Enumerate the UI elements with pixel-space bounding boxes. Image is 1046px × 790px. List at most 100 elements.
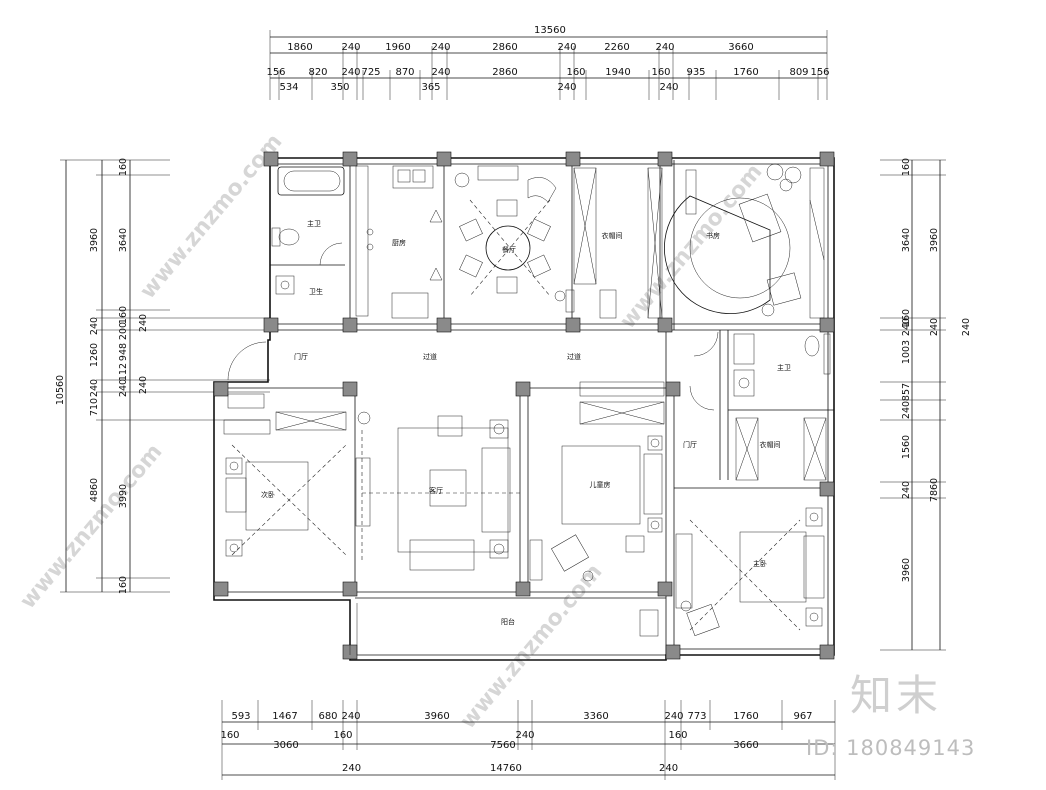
dimension-label: 160 — [901, 158, 912, 176]
dimension-label: 3360 — [583, 711, 608, 722]
dimension-label: 3960 — [89, 228, 100, 252]
dimension-label: 240 — [901, 318, 912, 336]
room-label: 阳台 — [501, 617, 515, 626]
kitchen-counters — [355, 165, 443, 319]
dimension-label: 1940 — [605, 67, 630, 78]
room-label: 客厅 — [429, 486, 443, 495]
dimension-label: 240 — [341, 711, 360, 722]
dimension-label: 7860 — [929, 478, 940, 502]
side-dimension-lines — [60, 159, 946, 651]
door-swing-bath — [319, 242, 343, 266]
dimension-label: 1760 — [733, 67, 758, 78]
dimension-label: 240 — [557, 82, 576, 93]
dimension-label: 870 — [395, 67, 414, 78]
bottom-total-left: 240 — [342, 763, 361, 774]
dimension-label: 3960 — [424, 711, 449, 722]
dimension-label: 1860 — [287, 42, 312, 53]
dimension-label: 160 — [118, 306, 129, 324]
dimension-label: 3960 — [901, 558, 912, 582]
dimension-label: 967 — [793, 711, 812, 722]
top-total-dimension: 13560 — [534, 25, 566, 36]
dimension-label: 160 — [901, 309, 912, 327]
left-dimension-outer: 10560 — [55, 375, 66, 405]
dimension-label: 240 — [557, 42, 576, 53]
dimension-label: 2860 — [492, 42, 517, 53]
dining-set — [454, 165, 575, 313]
second-bedroom-furniture — [223, 341, 347, 557]
bottom-total-mid: 14760 — [490, 763, 522, 774]
dimension-label: 160 — [651, 67, 670, 78]
bottom-total-right: 240 — [659, 763, 678, 774]
dimension-label: 935 — [686, 67, 705, 78]
dimension-label: 240 — [89, 379, 100, 397]
right-dimension-far: 240 — [961, 318, 972, 336]
dimension-label: 1960 — [385, 42, 410, 53]
dimension-label: 112 — [118, 363, 129, 381]
dimension-label: 948 — [118, 343, 129, 361]
dimension-label: 3640 — [118, 228, 129, 252]
dimension-label: 240 — [341, 42, 360, 53]
dimension-label: 10560 — [55, 375, 66, 405]
kids-bedroom-furniture — [529, 381, 665, 582]
dimension-label: 350 — [330, 82, 349, 93]
master-bedroom-furniture — [675, 331, 831, 637]
dimension-label: 534 — [279, 82, 298, 93]
watermark-4: www.znzmo.com — [15, 439, 167, 613]
balcony — [349, 603, 659, 655]
dimension-label: 240 — [89, 317, 100, 335]
dimension-label: 3060 — [273, 740, 298, 751]
dimension-label: 160 — [668, 730, 687, 741]
dimension-label: 2860 — [492, 67, 517, 78]
dimension-label: 680 — [318, 711, 337, 722]
image-id-label: ID: 180849143 — [806, 736, 976, 760]
dimension-label: 365 — [421, 82, 440, 93]
dimension-label: 160 — [566, 67, 585, 78]
basin-1 — [275, 275, 295, 295]
dimension-label: 1260 — [89, 343, 100, 367]
dimension-label: 160 — [118, 576, 129, 594]
dimension-label: 240 — [961, 318, 972, 336]
room-label: 门厅 — [294, 352, 308, 361]
room-labels: 主卫厨房餐厅衣帽间书房卫生门厅过道过道主卫门厅衣帽间次卧客厅儿童房主卧阳台 — [261, 219, 791, 626]
dimension-label: 3660 — [733, 740, 758, 751]
structural-columns — [213, 151, 835, 660]
room-label: 餐厅 — [502, 245, 516, 254]
dimension-label: 200 — [118, 322, 129, 340]
dimension-label: 240 — [138, 376, 149, 394]
top-dimension-lines — [269, 30, 828, 100]
closet-cabinets — [573, 167, 663, 319]
dimension-label: 160 — [333, 730, 352, 741]
dimension-label: 240 — [655, 42, 674, 53]
dimension-label: 240 — [118, 379, 129, 397]
room-label: 儿童房 — [590, 480, 611, 489]
dimension-label: 240 — [431, 42, 450, 53]
dimension-label: 240 — [515, 730, 534, 741]
dimension-label: 857 — [901, 383, 912, 401]
dimension-label: 156 — [810, 67, 829, 78]
dimension-label: 240 — [901, 401, 912, 419]
dimension-label: 593 — [231, 711, 250, 722]
dimension-label: 1003 — [901, 340, 912, 364]
room-label: 书房 — [706, 231, 720, 240]
room-label: 衣帽间 — [760, 440, 781, 449]
dimension-label: 7560 — [490, 740, 515, 751]
dimension-label: 4860 — [89, 478, 100, 502]
room-label: 主卧 — [753, 559, 767, 568]
dimension-label: 240 — [929, 318, 940, 336]
room-label: 衣帽间 — [602, 231, 623, 240]
room-label: 门厅 — [683, 440, 697, 449]
room-label: 厨房 — [392, 238, 406, 247]
watermarks: www.znzmo.com www.znzmo.com www.znzmo.co… — [15, 129, 767, 733]
dimension-label: 2260 — [604, 42, 629, 53]
dimension-label: 160 — [118, 158, 129, 176]
dimension-label: 1560 — [901, 435, 912, 459]
